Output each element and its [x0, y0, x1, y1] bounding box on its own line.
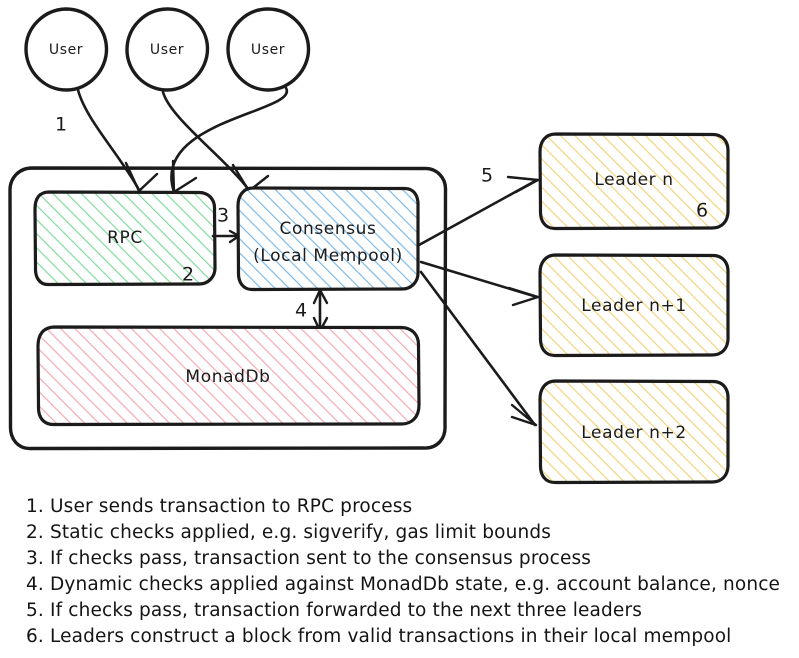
step-label-4: 4 — [295, 300, 307, 322]
legend-item-4: 4. Dynamic checks applied against MonadD… — [26, 574, 780, 595]
leader-n2-label: Leader n+2 — [581, 423, 687, 443]
user-node-1[interactable]: User — [24, 7, 109, 92]
user-label-1: User — [49, 42, 83, 58]
user-node-2[interactable]: User — [125, 7, 210, 92]
rpc-label: RPC — [107, 228, 143, 248]
monaddb-label: MonadDb — [185, 367, 270, 387]
user-label-3: User — [251, 42, 285, 58]
arrow-user1-to-rpc — [76, 88, 159, 193]
arrow-consensus-to-leader-n — [417, 175, 540, 247]
leader-n-node[interactable]: Leader n 6 — [538, 132, 730, 231]
step-label-5: 5 — [481, 165, 493, 187]
consensus-label-line2: (Local Mempool) — [253, 246, 403, 266]
leader-n-label: Leader n — [594, 170, 673, 190]
consensus-label-line1: Consensus — [279, 219, 376, 239]
leader-n1-label: Leader n+1 — [581, 296, 687, 316]
step-label-3: 3 — [217, 205, 229, 227]
arrow-rpc-to-consensus — [211, 229, 241, 244]
leader-n1-node[interactable]: Leader n+1 — [538, 253, 730, 358]
arrow-user3-to-rpc — [170, 86, 289, 194]
legend-item-2: 2. Static checks applied, e.g. sigverify… — [26, 522, 551, 543]
arrow-consensus-to-leader-n1 — [419, 260, 540, 307]
monaddb-node[interactable]: MonadDb — [36, 325, 421, 427]
legend-item-5: 5. If checks pass, transaction forwarded… — [26, 600, 642, 621]
step-label-6: 6 — [696, 200, 708, 222]
node-container — [8, 166, 448, 451]
arrow-consensus-monaddb — [312, 288, 329, 333]
legend-item-6: 6. Leaders construct a block from valid … — [26, 626, 731, 647]
step-label-1: 1 — [55, 114, 67, 136]
arrow-user2-to-rpc — [161, 90, 270, 193]
step-label-2: 2 — [182, 264, 194, 286]
user-node-3[interactable]: User — [226, 7, 311, 92]
legend-list: 1. User sends transaction to RPC process… — [26, 496, 780, 647]
consensus-node[interactable]: Consensus (Local Mempool) — [236, 186, 420, 292]
user-label-2: User — [150, 42, 184, 58]
legend-item-3: 3. If checks pass, transaction sent to t… — [26, 548, 591, 569]
leader-n2-node[interactable]: Leader n+2 — [538, 379, 730, 485]
rpc-node[interactable]: RPC 2 — [33, 190, 217, 287]
legend-item-1: 1. User sends transaction to RPC process — [26, 496, 412, 517]
arrow-consensus-to-leader-n2 — [419, 270, 538, 427]
